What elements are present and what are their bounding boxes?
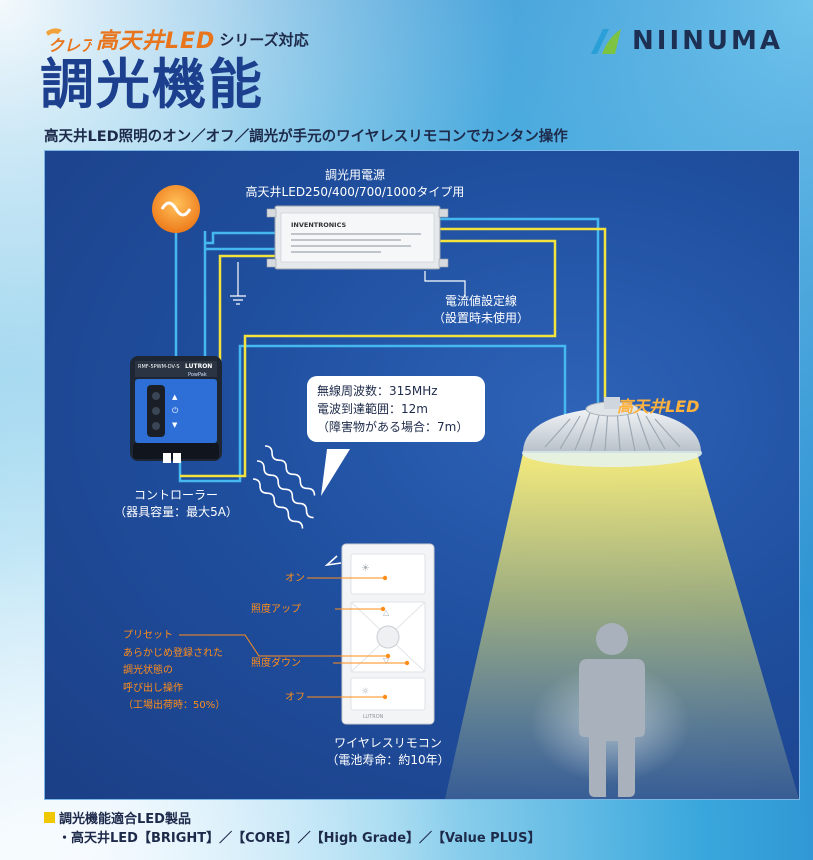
preset-line2: あらかじめ登録された (123, 647, 223, 659)
power-supply-brand: INVENTRONICS (291, 221, 346, 229)
leader-lines (179, 577, 407, 698)
diagram-panel: INVENTRONICS RMF-5PWM-DV-S LUTRON PowPak… (44, 150, 800, 800)
callout-range-obstacle: （障害物がある場合：7m） (317, 420, 469, 434)
power-supply-label-line1: 調光用電源 (324, 168, 385, 182)
current-line-label-line2: （設置時未使用） (432, 311, 529, 326)
clair-logo: クレア (44, 24, 99, 55)
leader-dots (380, 575, 410, 700)
footer-title-text: 調光機能適合LED製品 (59, 812, 191, 827)
wireless-remote: ☀ △ ▽ ☼ LUTRON (341, 543, 435, 725)
footer-title: 調光機能適合LED製品 (44, 808, 191, 827)
series-name: 高天井LED (96, 29, 216, 54)
highbay-led-label: 高天井LED (617, 397, 700, 416)
person-icon (579, 623, 645, 797)
btn-up-label: 照度アップ (251, 604, 301, 615)
controller-brand-text: LUTRON (185, 363, 212, 370)
niinuma-leaf-icon (591, 29, 622, 54)
preset-line4: 呼び出し操作 (123, 682, 183, 694)
radio-waves (252, 445, 316, 529)
page-subtitle: 高天井LED照明のオン／オフ／調光が手元のワイヤレスリモコンでカンタン操作 (44, 129, 568, 145)
controller-label-line2: （器具容量：最大5A） (114, 505, 238, 520)
controller-sub-text: PowPak (188, 372, 207, 378)
power-supply: INVENTRONICS (266, 205, 449, 270)
remote-brand: LUTRON (363, 714, 384, 720)
callout-range: 電波到達範囲：12m (317, 402, 428, 416)
svg-text:▲: ▲ (172, 393, 178, 401)
series-suffix: シリーズ対応 (219, 30, 309, 49)
controller-label-line1: コントローラー (133, 488, 218, 502)
power-supply-label: 調光用電源 高天井LED250/400/700/1000タイプ用 (215, 167, 495, 202)
yellow-wires (180, 227, 607, 478)
preset-line3: 調光状態の (123, 665, 173, 676)
btn-on-label: オン (285, 573, 305, 584)
controller-device: RMF-5PWM-DV-S LUTRON PowPak ▲ ⏻ ▼ (130, 356, 222, 463)
svg-text:▽: ▽ (383, 656, 390, 665)
power-supply-label-line2: 高天井LED250/400/700/1000タイプ用 (245, 185, 465, 200)
remote-label-line2: （電池寿命：約10年） (326, 753, 450, 768)
svg-text:⏻: ⏻ (172, 406, 179, 415)
preset-line1: プリセット (123, 630, 173, 641)
company-logo: NIINUMA (588, 26, 783, 56)
yellow-square-icon (44, 812, 55, 823)
controller-model-text: RMF-5PWM-DV-S (138, 364, 180, 370)
callout-pointer (321, 449, 350, 496)
highbay-led (522, 397, 702, 467)
page-title: 調光機能 (40, 53, 264, 116)
btn-off-label: オフ (285, 692, 305, 703)
svg-text:△: △ (383, 608, 390, 617)
blue-wires (174, 217, 600, 483)
white-wires (230, 262, 466, 305)
current-line-label: 電流値設定線 （設置時未使用） (421, 293, 541, 328)
brand-header: クレア 高天井LED シリーズ対応 (44, 22, 309, 56)
diagram-svg: INVENTRONICS RMF-5PWM-DV-S LUTRON PowPak… (130, 185, 799, 799)
brand-small-text: クレア (48, 36, 92, 54)
wireless-spec-callout: 無線周波数：315MHz 電波到達範囲：12m （障害物がある場合：7m） (307, 376, 485, 442)
svg-text:▼: ▼ (172, 421, 178, 429)
svg-text:☀: ☀ (361, 563, 370, 574)
preset-line5: （工場出荷時：50%） (123, 700, 226, 711)
remote-label: ワイヤレスリモコン （電池寿命：約10年） (313, 735, 463, 770)
callout-frequency: 無線周波数：315MHz (317, 384, 438, 398)
current-line-label-line1: 電流値設定線 (444, 294, 517, 308)
company-name: NIINUMA (632, 26, 783, 56)
footer-products: ・高天井LED【BRIGHT】／【CORE】／【High Grade】／【Val… (58, 831, 541, 846)
btn-down-label: 照度ダウン (251, 658, 301, 669)
controller-label: コントローラー （器具容量：最大5A） (111, 487, 241, 522)
remote-label-line1: ワイヤレスリモコン (334, 736, 442, 750)
svg-text:☼: ☼ (361, 687, 369, 697)
preset-label: プリセット あらかじめ登録された 調光状態の 呼び出し操作 （工場出荷時：50%… (123, 627, 225, 715)
